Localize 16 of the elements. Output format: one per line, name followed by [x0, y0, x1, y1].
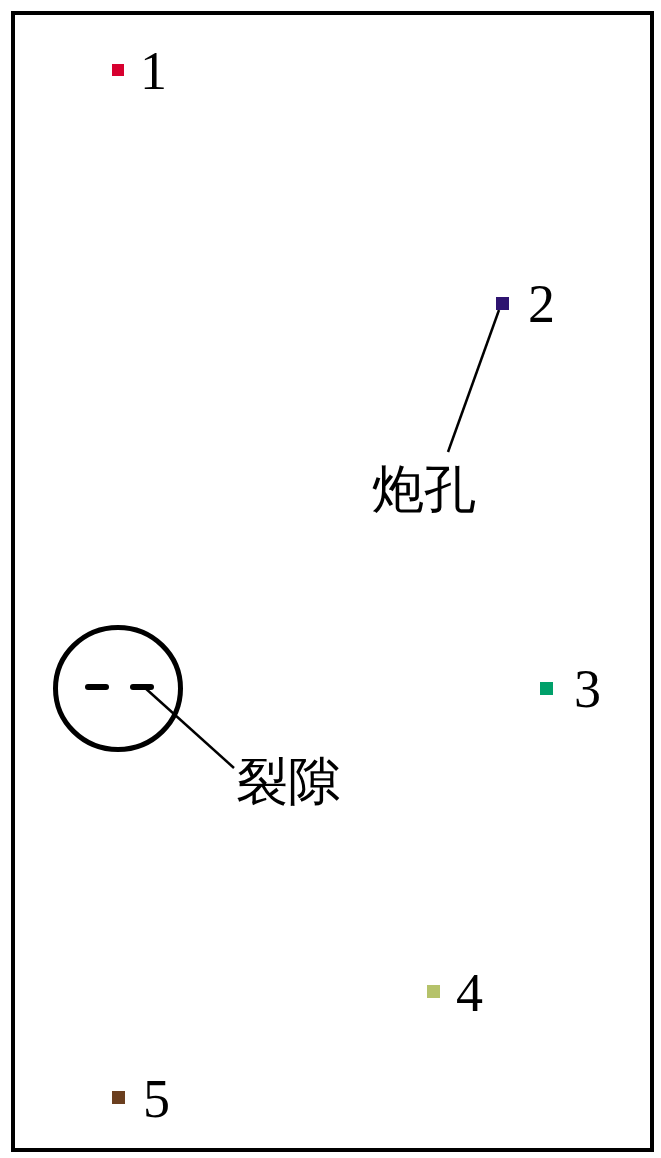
hole-marker — [496, 297, 509, 310]
hole-number: 4 — [456, 966, 483, 1020]
crack-mark — [130, 684, 154, 690]
label-text: 炮孔 — [372, 460, 512, 524]
leader-line — [446, 309, 501, 453]
crack-mark — [85, 684, 109, 690]
hole-number: 3 — [574, 662, 601, 716]
hole-marker — [112, 1091, 125, 1104]
hole-number: 1 — [140, 44, 167, 98]
crack-circle — [53, 625, 183, 752]
hole-number: 5 — [143, 1072, 170, 1126]
label-text: 裂隙 — [236, 752, 376, 816]
hole-marker — [112, 64, 124, 76]
hole-number: 2 — [528, 277, 555, 331]
hole-marker — [540, 682, 553, 695]
hole-marker — [427, 985, 440, 998]
